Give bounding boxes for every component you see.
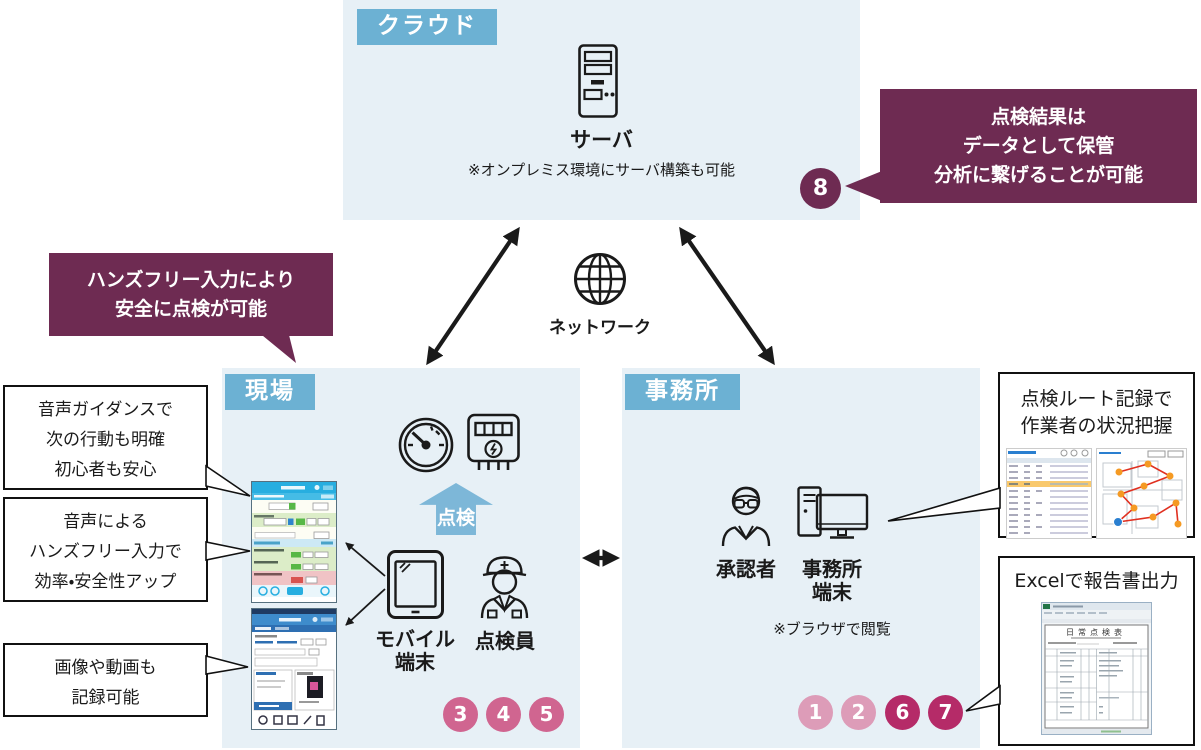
mobile-app-checklist-screenshot — [251, 481, 337, 603]
route-panel-title-line2: 作業者の状況把握 — [1020, 415, 1173, 437]
electric-meter-icon — [467, 413, 520, 470]
excel-panel-title: Excelで報告書出力 — [1014, 570, 1179, 592]
mobile-terminal-label-line2: 端末 — [395, 650, 435, 674]
step-badge-6: 6 — [885, 695, 920, 730]
note-line: 音声ガイダンスで — [38, 400, 173, 420]
mobile-app-photo-screenshot — [251, 608, 337, 730]
route-map-screenshot — [1006, 448, 1187, 539]
office-section — [622, 368, 980, 748]
arrow-cloud-office — [679, 226, 775, 366]
route-panel-title-line1: 点検ルート記録で — [1020, 388, 1173, 410]
panel-route-record: 点検ルート記録で 作業者の状況把握 — [998, 372, 1195, 539]
inspect-arrow-label: 点検 — [436, 507, 475, 529]
step-badge-1: 1 — [798, 695, 833, 730]
site-callout-line: 安全に点検が可能 — [114, 297, 267, 320]
note-line: ハンズフリー入力で — [29, 542, 182, 562]
step-badge-2: 2 — [841, 695, 876, 730]
approver-icon — [721, 486, 771, 547]
note-line: 記録可能 — [71, 688, 140, 708]
step-badge-5: 5 — [529, 697, 564, 732]
note-line: 初心者も安心 — [54, 460, 157, 480]
site-section-label: 現場 — [225, 374, 315, 410]
cloud-callout-line: 点検結果は — [990, 105, 1086, 128]
server-label: サーバ — [570, 128, 633, 152]
cloud-note: ※オンプレミス環境にサーバ構築も可能 — [468, 161, 735, 179]
step-badge-8: 8 — [800, 168, 841, 209]
note-media-record: 画像や動画も 記録可能 — [3, 643, 208, 717]
server-icon — [578, 44, 618, 118]
network-label: ネットワーク — [549, 318, 651, 338]
inspector-icon — [480, 556, 529, 619]
approver-label: 承認者 — [716, 557, 776, 581]
office-terminal-label-line1: 事務所 — [802, 557, 862, 581]
note-line: 画像や動画も — [54, 658, 157, 678]
mobile-terminal-label: モバイル 端末 — [365, 628, 465, 674]
gauge-icon — [398, 417, 454, 473]
note-voice-guidance: 音声ガイダンスで 次の行動も明確 初心者も安心 — [3, 385, 208, 490]
inspector-label: 点検員 — [475, 629, 535, 653]
note-line: 効率・安全性アップ — [34, 572, 177, 592]
note-line: 次の行動も明確 — [46, 430, 165, 450]
office-computer-icon — [797, 486, 869, 539]
cloud-callout: 点検結果は データとして保管 分析に繋げることが可能 — [880, 89, 1197, 203]
cloud-callout-line: 分析に繋げることが可能 — [933, 163, 1143, 186]
note-voice-input: 音声による ハンズフリー入力で 効率・安全性アップ — [3, 497, 208, 602]
step-badge-7: 7 — [928, 695, 963, 730]
excel-report-title: 日常点検表 — [1066, 627, 1126, 637]
excel-report-screenshot: 日常点検表 — [1041, 602, 1152, 735]
office-terminal-label: 事務所 端末 — [792, 558, 872, 604]
step-badge-3: 3 — [443, 697, 478, 732]
office-terminal-label-line2: 端末 — [812, 580, 852, 604]
tablet-icon — [387, 550, 444, 619]
note-line: 音声による — [63, 512, 148, 532]
mobile-terminal-label-line1: モバイル — [375, 627, 455, 651]
site-callout: ハンズフリー入力により 安全に点検が可能 — [49, 253, 333, 336]
arrow-cloud-site — [426, 226, 520, 366]
cloud-callout-line: データとして保管 — [962, 134, 1115, 157]
cloud-section-label: クラウド — [357, 9, 497, 45]
network-globe-icon — [574, 253, 626, 305]
site-callout-line: ハンズフリー入力により — [86, 268, 296, 291]
office-section-label: 事務所 — [625, 374, 740, 410]
panel-excel-report: Excelで報告書出力 日常点検表 — [998, 556, 1195, 746]
step-badge-4: 4 — [486, 697, 521, 732]
office-note: ※ブラウザで閲覧 — [773, 620, 891, 638]
